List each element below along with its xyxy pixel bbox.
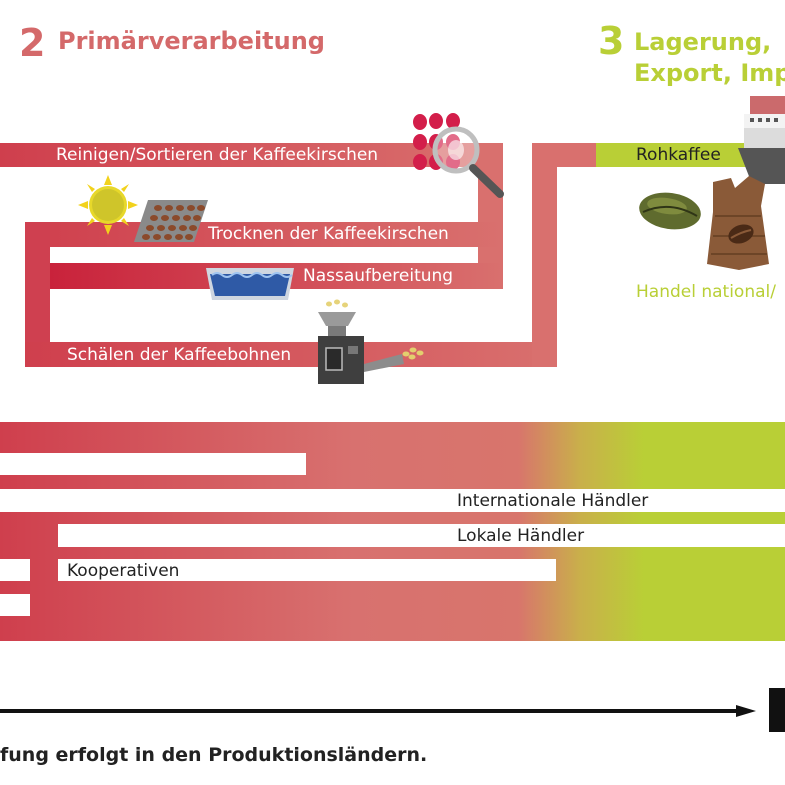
magnifier-icon (432, 126, 504, 198)
actor-cooperatives-label: Kooperativen (67, 561, 180, 581)
step-wet-label: Nassaufbereitung (303, 266, 454, 286)
step-hulling-label: Schälen der Kaffeebohnen (67, 345, 292, 365)
section-2-number: 2 (19, 21, 46, 65)
process-band-hulling (25, 342, 557, 367)
actor-bar-international (0, 489, 785, 512)
section-3-number: 3 (598, 19, 625, 63)
drying-rack-icon (134, 200, 208, 242)
step-cleaning-label: Reinigen/Sortieren der Kaffeekirschen (56, 145, 379, 165)
timeline-arrow (0, 705, 756, 717)
green-coffee-bean-icon (639, 192, 701, 230)
ship-icon (738, 96, 785, 184)
sun-icon (78, 175, 138, 235)
step-drying-label: Trocknen der Kaffeekirschen (208, 224, 449, 244)
actor-bar-cooperatives (58, 559, 556, 581)
coffee-sack-icon (707, 176, 769, 270)
process-band-right-ascender (532, 143, 557, 367)
section-3-title-line1: Lagerung, (634, 28, 772, 56)
actor-local-label: Lokale Händler (457, 526, 585, 546)
actor-bar-small-left-2 (0, 594, 30, 616)
section-2-title: Primärverarbeitung (58, 27, 325, 55)
section-3-title-line2: Export, Impo (634, 59, 785, 87)
process-band-top-right (532, 143, 596, 167)
footer-text: fung erfolgt in den Produktionsländern. (0, 744, 428, 766)
actor-bar-small-left-1 (0, 559, 30, 581)
hulling-machine-icon (318, 299, 424, 384)
actor-international-label: Internationale Händler (457, 491, 649, 511)
water-basin-icon (206, 268, 294, 300)
trade-label: Handel national/ (636, 282, 776, 302)
timeline-end-block (769, 688, 785, 732)
rohkaffee-label: Rohkaffee (636, 145, 721, 165)
actor-bar-local (58, 524, 785, 547)
actor-bar-1 (0, 453, 306, 475)
